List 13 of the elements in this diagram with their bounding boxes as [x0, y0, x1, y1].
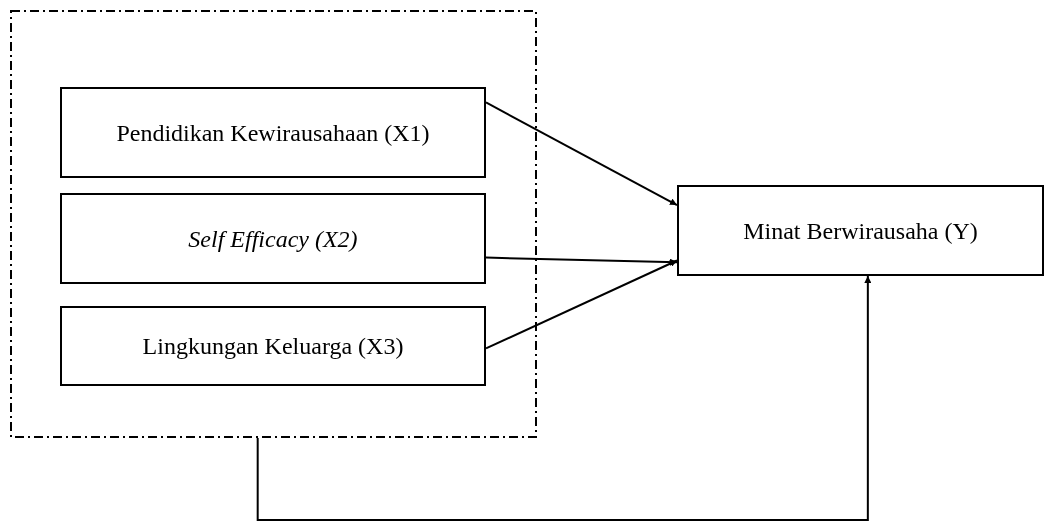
variable-box — [677, 185, 1044, 276]
arrow — [485, 256, 678, 266]
box-label: Lingkungan Keluarga (X3) — [142, 332, 404, 361]
box-label: Minat Berwirausaha (Y) — [743, 216, 978, 246]
variable-box — [60, 87, 486, 178]
variable-box — [60, 193, 486, 284]
box-label: Pendidikan Kewirausahaan (X1) — [116, 118, 430, 148]
arrow — [485, 259, 678, 350]
arrow — [256, 275, 872, 521]
dashed-group-frame — [10, 10, 537, 438]
variable-box — [60, 306, 486, 386]
box-label: Self Efficacy (X2) — [188, 224, 358, 254]
arrow — [485, 101, 678, 206]
